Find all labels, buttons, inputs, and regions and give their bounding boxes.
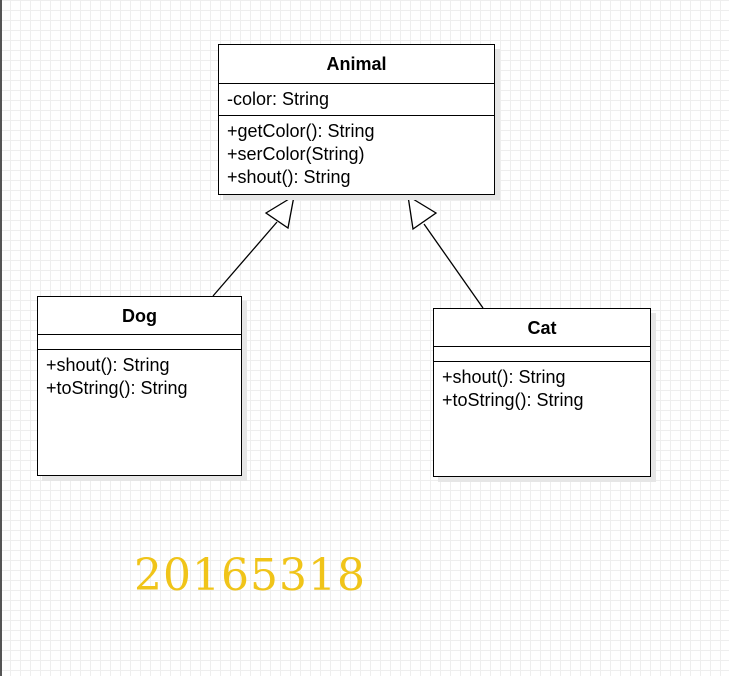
student-id-annotation: 20165318 (134, 550, 366, 601)
animal-method: +getColor(): String (227, 121, 375, 141)
animal-methods: +getColor(): String +serColor(String) +s… (219, 116, 494, 193)
dog-class-name: Dog (38, 297, 241, 335)
animal-method: +serColor(String) (227, 144, 365, 164)
animal-attribute: -color: String (227, 89, 330, 109)
animal-class[interactable]: Animal -color: String +getColor(): Strin… (218, 44, 495, 195)
cat-to-animal-line (423, 223, 484, 309)
cat-generalization-arrow[interactable] (407, 194, 484, 309)
cat-attributes (434, 347, 650, 362)
cat-method: +toString(): String (442, 390, 584, 410)
dog-inheritance-arrowhead (264, 194, 295, 230)
cat-method: +shout(): String (442, 367, 566, 387)
dog-method: +shout(): String (46, 355, 170, 375)
cat-methods: +shout(): String +toString(): String (434, 362, 650, 416)
animal-attributes: -color: String (219, 84, 494, 116)
cat-class-name: Cat (434, 309, 650, 347)
dog-generalization-arrow[interactable] (212, 194, 295, 297)
dog-methods: +shout(): String +toString(): String (38, 350, 241, 404)
animal-method: +shout(): String (227, 167, 351, 187)
dog-attributes (38, 335, 241, 350)
cat-inheritance-arrowhead (407, 194, 438, 231)
animal-class-name: Animal (219, 45, 494, 84)
dog-method: +toString(): String (46, 378, 188, 398)
dog-to-animal-line (212, 221, 278, 297)
canvas-left-border (0, 0, 2, 676)
dog-class[interactable]: Dog +shout(): String +toString(): String (37, 296, 242, 476)
cat-class[interactable]: Cat +shout(): String +toString(): String (433, 308, 651, 477)
